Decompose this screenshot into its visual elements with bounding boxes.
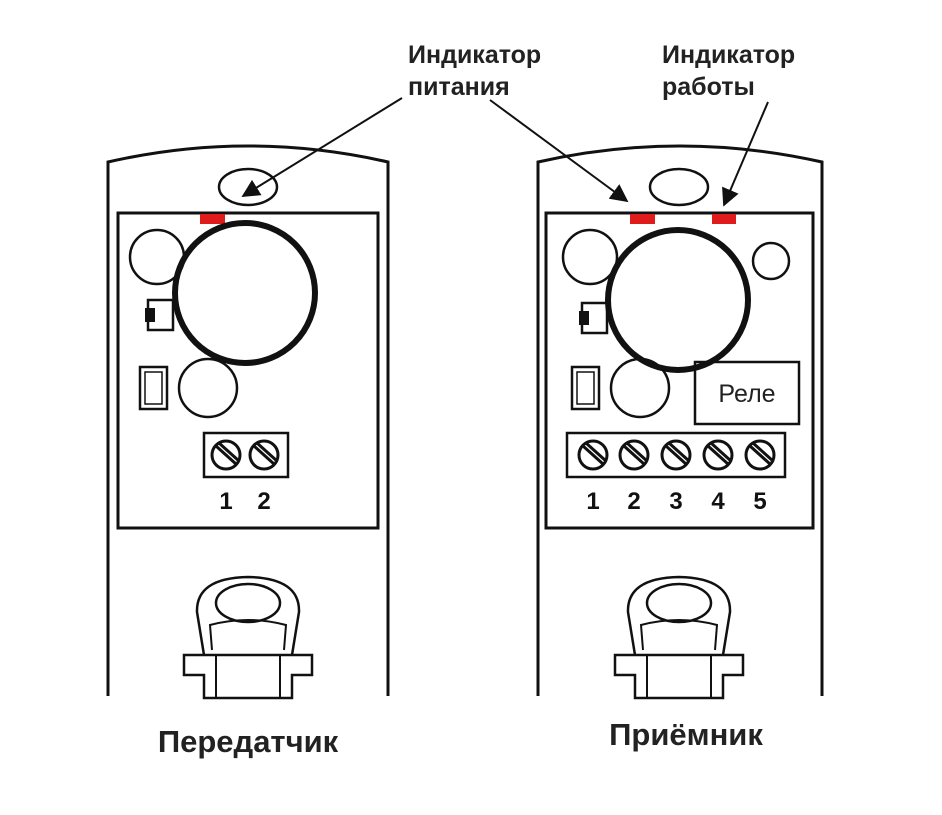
- relay-label: Реле: [718, 380, 775, 408]
- receiver-device: Реле 1 2 3 4 5: [536, 144, 824, 752]
- transmitter-terminal-block: [202, 431, 290, 479]
- receiver-terminal-number-4: 4: [711, 488, 725, 515]
- work-indicator-label: Индикатор работы: [662, 41, 802, 101]
- transmitter-caption: Передатчик: [158, 724, 339, 759]
- receiver-terminal-number-2: 2: [627, 488, 640, 515]
- receiver-top-window: [648, 167, 710, 207]
- receiver-terminal-number-1: 1: [586, 488, 599, 515]
- transmitter-top-window: [217, 167, 279, 207]
- receiver-small-circle: [561, 228, 619, 286]
- receiver-lower-circle: [609, 357, 671, 419]
- receiver-mounting-clip: [613, 575, 745, 700]
- work-led: [712, 214, 736, 224]
- relay-box: [693, 360, 801, 426]
- receiver-screw-5: [744, 439, 776, 471]
- arrow-power-receiver: [489, 99, 629, 203]
- transmitter-screw-1: [210, 439, 242, 471]
- power-indicator-label-line2: питания: [408, 73, 510, 101]
- receiver-screw-2: [618, 439, 650, 471]
- receiver-terminal-block: [565, 431, 787, 479]
- receiver-housing: [536, 144, 824, 696]
- arrow-power-transmitter: [241, 97, 403, 197]
- receiver-switch-knob: [579, 311, 589, 325]
- transmitter-terminal-number-1: 1: [219, 488, 232, 515]
- receiver-screw-1: [577, 439, 609, 471]
- transmitter-switch-knob: [145, 308, 155, 322]
- work-indicator-label-line1: Индикатор: [662, 41, 795, 69]
- transmitter-screw-2: [248, 439, 280, 471]
- receiver-caption: Приёмник: [609, 717, 763, 752]
- transmitter-lower-circle: [177, 357, 239, 419]
- transmitter-mounting-clip: [182, 575, 314, 700]
- work-indicator-label-line2: работы: [662, 73, 755, 101]
- receiver-terminal-number-3: 3: [669, 488, 682, 515]
- receiver-board: [544, 211, 815, 530]
- receiver-screw-4: [702, 439, 734, 471]
- transmitter-board: [116, 211, 380, 530]
- receiver-lens-circle: [605, 227, 751, 373]
- power-led: [200, 214, 225, 224]
- power-indicator-label-line1: Индикатор: [408, 41, 541, 69]
- transmitter-component-rect: [138, 365, 169, 411]
- receiver-component-rect: [570, 365, 601, 411]
- transmitter-housing: [106, 144, 390, 696]
- transmitter-device: 1 2 Передатчик: [106, 144, 390, 759]
- receiver-right-circle: [751, 241, 791, 281]
- transmitter-lens-circle: [172, 220, 318, 366]
- arrow-work-receiver: [722, 101, 769, 207]
- receiver-power-led: [630, 214, 655, 224]
- receiver-component-rect-inner: [576, 371, 595, 405]
- receiver-screw-3: [660, 439, 692, 471]
- transmitter-terminal-number-2: 2: [257, 488, 270, 515]
- power-indicator-label: Индикатор питания: [408, 41, 548, 101]
- receiver-terminal-number-5: 5: [753, 488, 766, 515]
- transmitter-component-rect-inner: [144, 371, 163, 405]
